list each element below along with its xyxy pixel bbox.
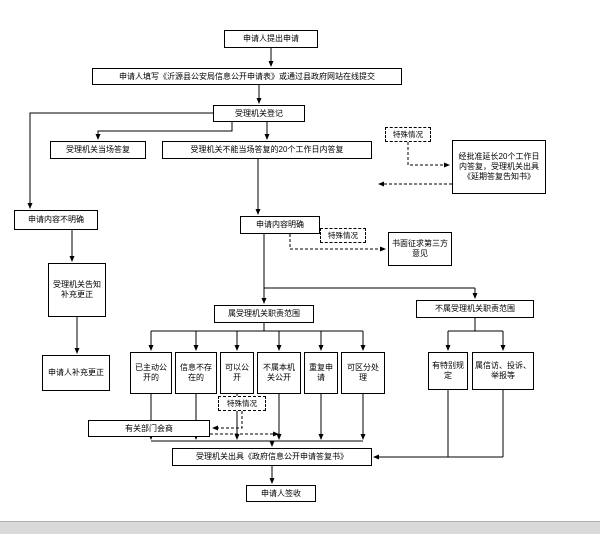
node-applicant-correction: 申请人补充更正 xyxy=(42,355,110,391)
node-content-clear: 申请内容明确 xyxy=(240,216,320,234)
node-separable-handling: 可区分处理 xyxy=(341,352,385,394)
node-special-case-2: 特殊情况 xyxy=(320,228,366,243)
node-content-unclear: 申请内容不明确 xyxy=(14,210,98,230)
node-agency-registration: 受理机关登记 xyxy=(213,105,305,122)
node-special-provisions: 有特别规定 xyxy=(428,352,468,390)
node-fill-application-form: 申请人填写《沂源县公安局信息公开申请表》或通过县政府网站在线提交 xyxy=(92,68,402,85)
node-outside-scope: 不属受理机关职责范围 xyxy=(416,300,534,318)
node-issue-reply-document: 受理机关出具《政府信息公开申请答复书》 xyxy=(172,448,372,466)
node-special-case-1: 特殊情况 xyxy=(385,127,431,142)
window-bottom-bar xyxy=(0,521,600,534)
node-within-scope: 属受理机关职责范围 xyxy=(214,305,314,323)
node-petition-complaint: 属信访、投诉、举报等 xyxy=(472,352,534,390)
node-can-disclose: 可以公开 xyxy=(220,352,254,394)
node-special-case-3: 特殊情况 xyxy=(218,396,266,411)
node-notify-correction: 受理机关告知补充更正 xyxy=(48,263,106,317)
node-not-this-agency: 不属本机关公开 xyxy=(257,352,301,394)
node-extension-notice: 经批准延长20个工作日内答复，受理机关出具《延期答复告知书》 xyxy=(452,140,546,194)
node-onspot-reply: 受理机关当场答复 xyxy=(50,141,146,159)
node-repeated-application: 重复申请 xyxy=(304,352,338,394)
node-submit-application: 申请人提出申请 xyxy=(224,30,318,48)
node-reply-within-20-days: 受理机关不能当场答复的20个工作日内答复 xyxy=(162,141,372,159)
node-sign-receipt: 申请人签收 xyxy=(246,485,316,502)
node-department-consultation: 有关部门会商 xyxy=(88,420,210,437)
node-third-party-opinion: 书面征求第三方意见 xyxy=(388,232,452,266)
node-already-disclosed: 已主动公开的 xyxy=(130,352,172,394)
node-info-not-exist: 信息不存在的 xyxy=(175,352,217,394)
